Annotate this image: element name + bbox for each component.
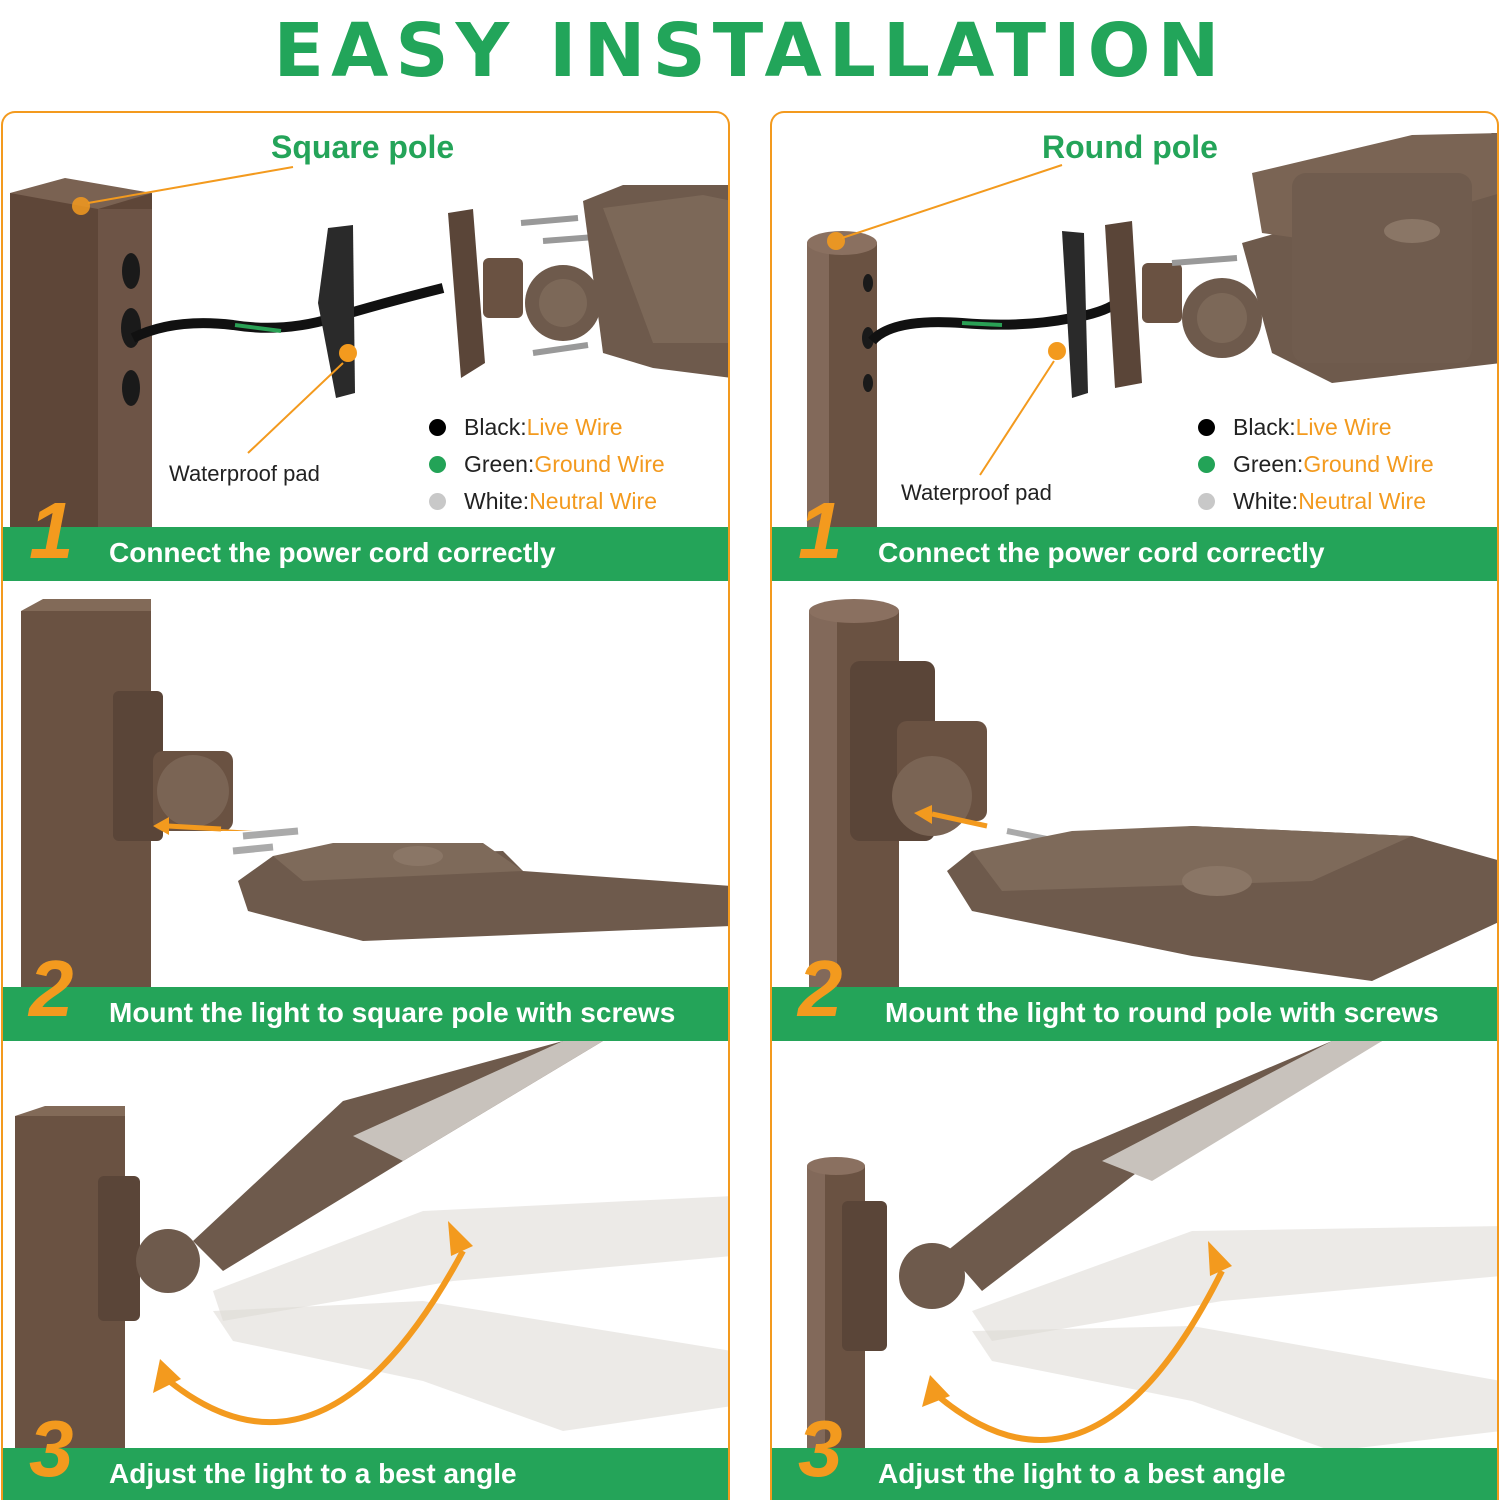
square-pole-wiring-illustration xyxy=(10,166,728,539)
white-dot-icon xyxy=(429,493,446,510)
legend-row-white: White:Neutral Wire xyxy=(1198,483,1434,520)
waterproof-pad-label: Waterproof pad xyxy=(169,461,320,486)
legend-name: Black: xyxy=(464,414,527,440)
step-number: 1 xyxy=(798,486,843,575)
step-number: 2 xyxy=(798,944,843,1033)
legend-value: Live Wire xyxy=(526,414,623,440)
step-text: Connect the power cord correctly xyxy=(878,537,1325,568)
legend-name: White: xyxy=(464,488,530,514)
step-text: Connect the power cord correctly xyxy=(109,537,556,568)
step-banner: Mount the light to square pole with scre… xyxy=(3,987,728,1041)
step-number: 3 xyxy=(798,1404,843,1493)
step-text: Mount the light to square pole with scre… xyxy=(109,997,676,1028)
green-dot-icon xyxy=(1198,456,1215,473)
legend-value: Live Wire xyxy=(1295,414,1392,440)
step-number: 1 xyxy=(29,486,74,575)
legend-name: Green: xyxy=(464,451,535,477)
pole-type-label: Square pole xyxy=(271,129,455,165)
wire-legend: Black:Live Wire Green:Ground Wire White:… xyxy=(1198,409,1434,520)
square-pole-angle-illustration xyxy=(15,1041,728,1456)
step-text: Mount the light to round pole with screw… xyxy=(885,997,1439,1028)
legend-value: Ground Wire xyxy=(534,451,665,477)
pole-type-label: Round pole xyxy=(1042,129,1218,165)
round-pole-wiring-illustration xyxy=(807,133,1497,543)
legend-name: Black: xyxy=(1233,414,1296,440)
step-text: Adjust the light to a best angle xyxy=(109,1458,517,1489)
waterproof-pad-label: Waterproof pad xyxy=(901,480,1052,505)
step-3-panel: Adjust the light to a best angle 3 xyxy=(3,1041,728,1500)
step-banner: Adjust the light to a best angle xyxy=(3,1448,728,1500)
legend-row-white: White:Neutral Wire xyxy=(429,483,665,520)
black-dot-icon xyxy=(429,419,446,436)
legend-value: Neutral Wire xyxy=(1298,488,1426,514)
legend-value: Neutral Wire xyxy=(529,488,657,514)
step-banner: Connect the power cord correctly xyxy=(3,527,728,581)
round-pole-angle-illustration xyxy=(807,1041,1497,1456)
page-title: EASY INSTALLATION xyxy=(273,8,1227,94)
legend-name: Green: xyxy=(1233,451,1304,477)
step-3-panel: Adjust the light to a best angle 3 xyxy=(772,1041,1497,1500)
square-pole-mount-illustration xyxy=(21,599,728,1001)
step-number: 2 xyxy=(29,944,74,1033)
step-number: 3 xyxy=(29,1404,74,1493)
wire-legend: Black:Live Wire Green:Ground Wire White:… xyxy=(429,409,665,520)
legend-row-green: Green:Ground Wire xyxy=(1198,446,1434,483)
step-2-panel: Mount the light to square pole with scre… xyxy=(3,581,728,1041)
black-dot-icon xyxy=(1198,419,1215,436)
legend-value: Ground Wire xyxy=(1303,451,1434,477)
step-banner: Mount the light to round pole with screw… xyxy=(772,987,1497,1041)
white-dot-icon xyxy=(1198,493,1215,510)
square-pole-column: Square pole Waterproof pad Black:Live Wi… xyxy=(1,111,730,1500)
round-pole-column: Round pole Waterproof pad Black:Live Wir… xyxy=(770,111,1499,1500)
step-banner: Adjust the light to a best angle xyxy=(772,1448,1497,1500)
green-dot-icon xyxy=(429,456,446,473)
round-pole-mount-illustration xyxy=(809,599,1497,1001)
step-2-panel: Mount the light to round pole with screw… xyxy=(772,581,1497,1041)
legend-row-black: Black:Live Wire xyxy=(1198,409,1434,446)
step-1-panel: Round pole Waterproof pad Black:Live Wir… xyxy=(772,113,1497,581)
step-1-panel: Square pole Waterproof pad Black:Live Wi… xyxy=(3,113,728,581)
legend-name: White: xyxy=(1233,488,1299,514)
legend-row-black: Black:Live Wire xyxy=(429,409,665,446)
step-text: Adjust the light to a best angle xyxy=(878,1458,1286,1489)
legend-row-green: Green:Ground Wire xyxy=(429,446,665,483)
step-banner: Connect the power cord correctly xyxy=(772,527,1497,581)
